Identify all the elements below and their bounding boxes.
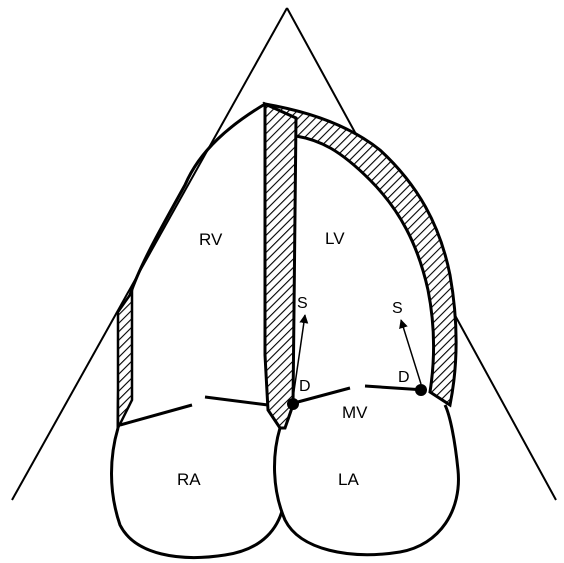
right-atrium — [112, 428, 287, 557]
septal-annulus-point — [287, 398, 299, 410]
label-ra: RA — [177, 470, 201, 489]
lateral-annulus-point — [415, 384, 427, 396]
rv-wall-hatched-segment — [118, 292, 132, 428]
label-la: LA — [338, 470, 359, 489]
interventricular-septum — [265, 104, 296, 428]
label-d-lateral: D — [398, 369, 410, 386]
label-lv: LV — [325, 229, 345, 248]
label-rv: RV — [199, 230, 223, 249]
label-s-lateral: S — [392, 300, 403, 317]
label-d-septal: D — [299, 378, 311, 395]
label-mv: MV — [342, 403, 368, 422]
rv-free-wall-outline — [118, 104, 265, 428]
left-atrium — [275, 405, 459, 555]
label-s-septal: S — [297, 295, 308, 312]
